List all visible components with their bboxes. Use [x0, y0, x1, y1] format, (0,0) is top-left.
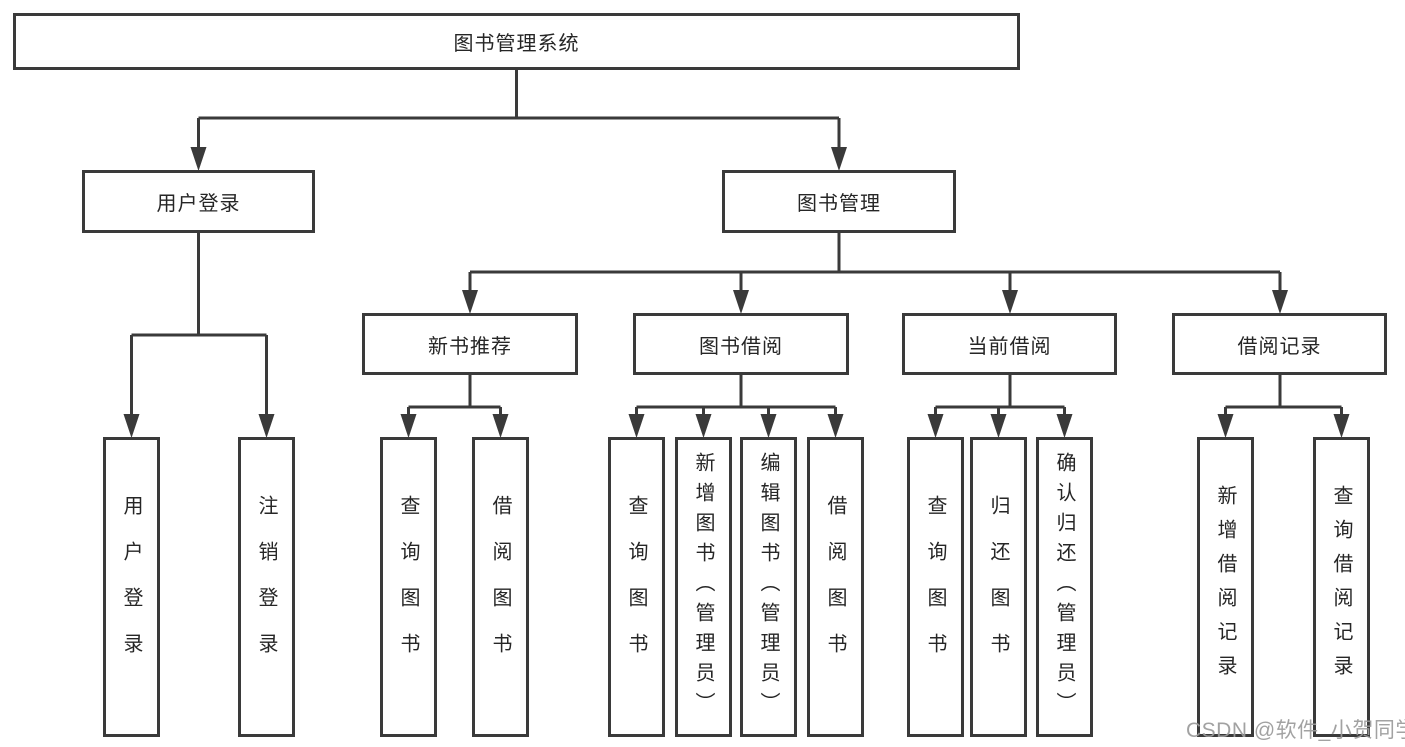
node-root-system: 图书管理系统 — [13, 13, 1020, 70]
node-current-borrowing-label: 当前借阅 — [967, 335, 1052, 358]
node-borrow-records: 借阅记录 — [1172, 313, 1387, 375]
leaf-edit-books-admin: 编辑图书（管理员） — [740, 437, 797, 737]
connector-root-to-level2 — [190, 70, 847, 171]
leaf-confirm-return-admin-label: 确认归还（管理员） — [1053, 452, 1075, 722]
leaf-query-books-borrowing-label: 查询图书 — [625, 495, 647, 679]
node-root-label: 图书管理系统 — [453, 33, 580, 55]
node-user-login-label: 用户登录 — [156, 193, 241, 215]
connector-borrowing-children — [628, 375, 844, 438]
connector-current-children — [927, 375, 1073, 438]
leaf-edit-books-admin-label: 编辑图书（管理员） — [757, 452, 779, 722]
leaf-borrow-books-borrowing: 借阅图书 — [807, 437, 864, 737]
leaf-return-books: 归还图书 — [970, 437, 1027, 737]
node-new-book-recommend: 新书推荐 — [362, 313, 578, 375]
leaf-query-borrow-record-label: 查询借阅记录 — [1330, 485, 1352, 689]
connector-records-children — [1217, 375, 1350, 438]
leaf-confirm-return-admin: 确认归还（管理员） — [1036, 437, 1093, 737]
leaf-add-books-admin: 新增图书（管理员） — [675, 437, 732, 737]
leaf-query-books-recommend-label: 查询图书 — [397, 495, 419, 679]
leaf-logout: 注销登录 — [238, 437, 295, 737]
node-user-login: 用户登录 — [82, 170, 315, 233]
node-new-book-recommend-label: 新书推荐 — [428, 335, 512, 358]
leaf-query-borrow-record: 查询借阅记录 — [1313, 437, 1370, 737]
leaf-query-books-recommend: 查询图书 — [380, 437, 437, 737]
leaf-borrow-books-borrowing-label: 借阅图书 — [824, 495, 846, 679]
node-book-management-label: 图书管理 — [797, 193, 881, 215]
leaf-query-books-current-label: 查询图书 — [924, 495, 946, 679]
leaf-logout-label: 注销登录 — [255, 495, 277, 679]
leaf-return-books-label: 归还图书 — [987, 495, 1009, 679]
connector-new-books-children — [400, 375, 509, 438]
leaf-user-login: 用户登录 — [103, 437, 160, 737]
leaf-borrow-books-recommend: 借阅图书 — [472, 437, 529, 737]
node-book-borrowing: 图书借阅 — [633, 313, 849, 375]
connector-user-login-children — [123, 233, 275, 438]
leaf-query-books-current: 查询图书 — [907, 437, 964, 737]
node-current-borrowing: 当前借阅 — [902, 313, 1117, 375]
csdn-watermark: CSDN @软件_小贺同学 — [1186, 719, 1405, 742]
leaf-add-borrow-record: 新增借阅记录 — [1197, 437, 1254, 737]
node-book-borrowing-label: 图书借阅 — [699, 335, 783, 358]
node-borrow-records-label: 借阅记录 — [1237, 335, 1322, 358]
leaf-query-books-borrowing: 查询图书 — [608, 437, 665, 737]
node-book-management: 图书管理 — [722, 170, 956, 233]
leaf-borrow-books-recommend-label: 借阅图书 — [489, 495, 511, 679]
leaf-user-login-label: 用户登录 — [120, 495, 142, 679]
leaf-add-borrow-record-label: 新增借阅记录 — [1214, 485, 1236, 689]
connector-book-management-sections — [462, 233, 1288, 314]
leaf-add-books-admin-label: 新增图书（管理员） — [692, 452, 714, 722]
